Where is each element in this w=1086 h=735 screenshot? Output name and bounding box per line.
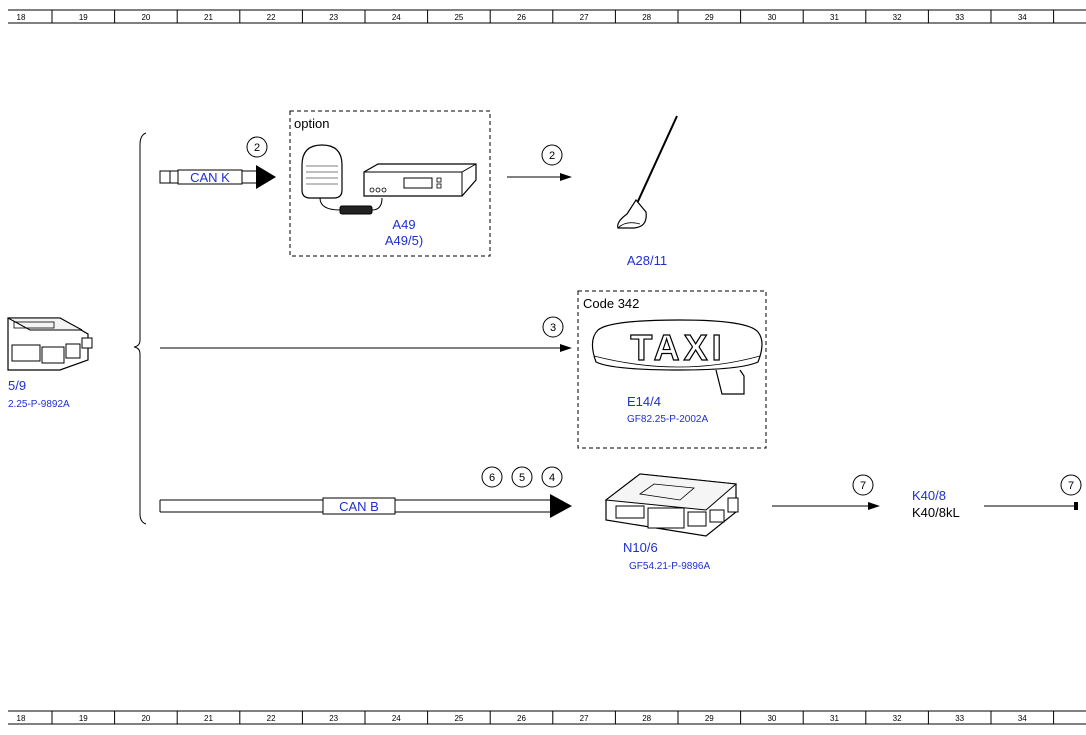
can-k-bus <box>159 165 276 189</box>
connector-icon <box>339 197 383 215</box>
circle-5-text: 5 <box>519 472 525 484</box>
ruler-column-label: 27 <box>580 13 589 22</box>
ruler-column-label: 32 <box>893 13 902 22</box>
circle-6: 6 <box>481 466 503 488</box>
ruler-column-label: 18 <box>17 714 26 723</box>
code-342-box <box>577 290 767 449</box>
e14-4-label[interactable]: E14/4 <box>627 394 661 409</box>
ruler-column-label: 26 <box>517 13 526 22</box>
circle-3: 3 <box>542 316 564 338</box>
n10-6-ref[interactable]: GF54.21-P-9896A <box>629 561 710 572</box>
circle-7-left-text: 7 <box>860 480 866 492</box>
k40-8kl-label: K40/8kL <box>912 505 960 520</box>
left-module-ref[interactable]: 2.25-P-9892A <box>8 399 70 410</box>
taxi-sign-text: TAXI <box>630 327 725 368</box>
circle-6-text: 6 <box>489 472 495 484</box>
circle-3-text: 3 <box>550 322 556 334</box>
ruler-column-label: 22 <box>267 714 276 723</box>
circle-4: 4 <box>541 466 563 488</box>
taxi-sign-icon: TAXI <box>591 319 763 395</box>
telephone-unit-icon <box>363 163 477 197</box>
arrow-to-antenna <box>507 173 572 181</box>
ruler-column-label: 25 <box>454 13 463 22</box>
ruler-column-label: 34 <box>1018 714 1027 723</box>
option-box-title: option <box>294 116 329 131</box>
n10-6-module-icon <box>604 473 739 537</box>
a49-5-label[interactable]: A49/5) <box>385 233 423 248</box>
ruler-column-label: 33 <box>955 714 964 723</box>
e14-4-ref[interactable]: GF82.25-P-2002A <box>627 414 708 425</box>
ruler-column-label: 31 <box>830 714 839 723</box>
ruler-column-label: 29 <box>705 13 714 22</box>
ruler-column-label: 24 <box>392 13 401 22</box>
arrow-to-relay <box>772 502 880 510</box>
circle-7-left: 7 <box>852 474 874 496</box>
circle-2-right: 2 <box>541 144 563 166</box>
left-module-label[interactable]: 5/9 <box>8 378 26 393</box>
can-b-label: CAN B <box>339 499 379 514</box>
ruler-column-label: 32 <box>893 714 902 723</box>
bottom-ruler: 18 19 20 21 22 23 24 25 26 27 28 29 30 31 32 33 34 <box>8 710 1086 725</box>
ruler-column-label: 31 <box>830 13 839 22</box>
n10-6-label[interactable]: N10/6 <box>623 540 658 555</box>
circle-2-right-text: 2 <box>549 150 555 162</box>
top-ruler: 18 19 20 21 22 23 24 25 26 27 28 29 30 31 32 33 34 <box>8 9 1086 24</box>
ruler-column-label: 27 <box>580 714 589 723</box>
line-to-taxi <box>160 344 572 352</box>
circle-5: 5 <box>511 466 533 488</box>
ruler-column-label: 20 <box>141 13 150 22</box>
can-k-label: CAN K <box>190 170 230 185</box>
circle-7-right-text: 7 <box>1068 480 1074 492</box>
circle-2-left-text: 2 <box>254 142 260 154</box>
antenna-icon <box>617 115 678 229</box>
a49-label[interactable]: A49 <box>392 217 415 232</box>
ruler-column-label: 30 <box>767 13 776 22</box>
group-bracket <box>133 132 147 525</box>
ruler-column-label: 19 <box>79 13 88 22</box>
can-b-bus <box>159 494 572 518</box>
option-box <box>289 110 491 257</box>
left-control-module <box>7 317 93 371</box>
ruler-column-label: 28 <box>642 714 651 723</box>
arrow-right-edge <box>984 502 1078 510</box>
ruler-column-label: 29 <box>705 714 714 723</box>
ruler-column-label: 22 <box>267 13 276 22</box>
ruler-column-label: 30 <box>767 714 776 723</box>
ruler-column-label: 21 <box>204 13 213 22</box>
ruler-column-label: 19 <box>79 714 88 723</box>
ruler-column-label: 28 <box>642 13 651 22</box>
code-342-title: Code 342 <box>583 296 639 311</box>
ruler-column-label: 18 <box>17 13 26 22</box>
ruler-column-label: 21 <box>204 714 213 723</box>
circle-7-right: 7 <box>1060 474 1082 496</box>
ruler-column-label: 25 <box>454 714 463 723</box>
ruler-column-label: 34 <box>1018 13 1027 22</box>
ruler-column-label: 26 <box>517 714 526 723</box>
antenna-label[interactable]: A28/11 <box>627 253 667 268</box>
ruler-column-label: 24 <box>392 714 401 723</box>
handset-icon <box>301 144 343 211</box>
ruler-column-label: 23 <box>329 714 338 723</box>
circle-2-left: 2 <box>246 136 268 158</box>
ruler-column-label: 20 <box>141 714 150 723</box>
k40-8-label[interactable]: K40/8 <box>912 488 946 503</box>
circle-4-text: 4 <box>549 472 555 484</box>
ruler-column-label: 33 <box>955 13 964 22</box>
ruler-column-label: 23 <box>329 13 338 22</box>
